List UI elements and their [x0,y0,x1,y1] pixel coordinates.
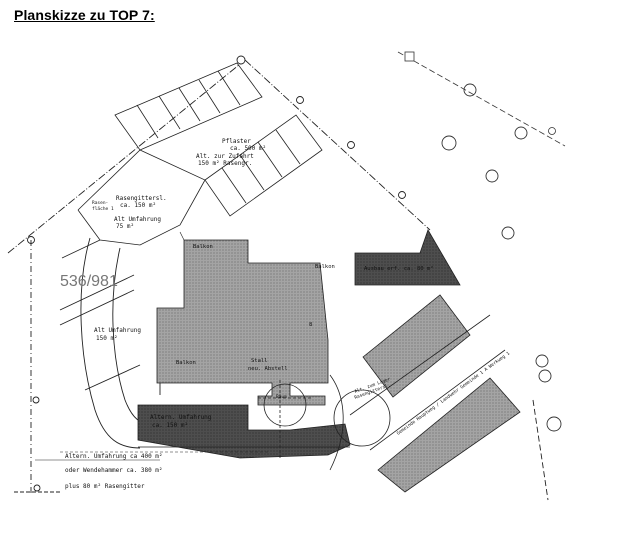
trees [441,83,562,432]
label-alt-umfahrung-top: Alt Umfahrung [114,216,161,223]
label-altern-umfahrung-area: ca. 150 m² [152,422,188,429]
tree [485,169,499,183]
turning-circles [258,374,391,471]
page-title: Planskizze zu TOP 7: [14,7,155,23]
parking-row-inner [204,114,323,217]
rasengitter-area [61,149,206,259]
svg-text:Balkon: Balkon [176,360,196,366]
label-alt-umfahrung-left: Alt Umfahrung [94,327,141,334]
right-block-label: Ausbau erf. ca. 80 m² [364,265,434,272]
tree [441,135,457,151]
bottom-label-2: oder Wendehammer ca. 380 m² [65,467,163,474]
label-rasengitter-area: ca. 150 m² [120,202,156,209]
svg-text:fläche 1: fläche 1 [92,206,114,212]
parcel-boundary [7,55,549,501]
label-alt-umfahrung-left-area: 150 m² [96,335,118,342]
main-building: Balkon Balkon Balkon Stall neu. Abstell … [156,231,335,406]
label-altern-umfahrung: Altern. Umfahrung [150,414,212,421]
bottom-label-1: Altern. Umfahrung ca 400 m² [65,453,163,460]
label-pflaster: Pflaster [222,138,251,145]
plan-labels: 536/981 Pflaster ca. 500 m² Alt. zur Zuf… [60,138,287,490]
tree [514,126,528,140]
svg-text:Balkon: Balkon [315,264,335,270]
label-alt-zufahrt: Alt. zur Zufahrt [196,153,254,160]
property-line-north [397,51,566,147]
parking-row-outer [114,62,263,151]
parcel-number: 536/981 [60,273,118,290]
tree [535,354,549,368]
tree [463,83,477,97]
svg-text:Balkon: Balkon [193,244,213,250]
svg-text:8: 8 [309,322,312,328]
tree [546,416,562,432]
label-rasengitter: Rasengittersl. [116,195,167,202]
tree [538,369,552,383]
dark-lower-area [35,404,351,461]
dark-parking-right: Ausbau erf. ca. 80 m² [354,229,461,286]
building-footprint [156,239,329,406]
svg-text:Bäum: Bäum [276,394,287,400]
bottom-label-3: plus 80 m² Rasengitter [65,483,145,490]
tree [501,226,515,240]
label-alt-umfahrung-top-area: 75 m² [116,223,134,230]
svg-text:neu. Abstell: neu. Abstell [248,366,288,372]
label-alt-zufahrt-area: 150 m² Rasengr. [198,160,252,167]
label-pflaster-area: ca. 500 m² [230,145,266,152]
svg-text:Rasen-: Rasen- [92,200,108,206]
svg-text:Stall: Stall [251,358,268,364]
